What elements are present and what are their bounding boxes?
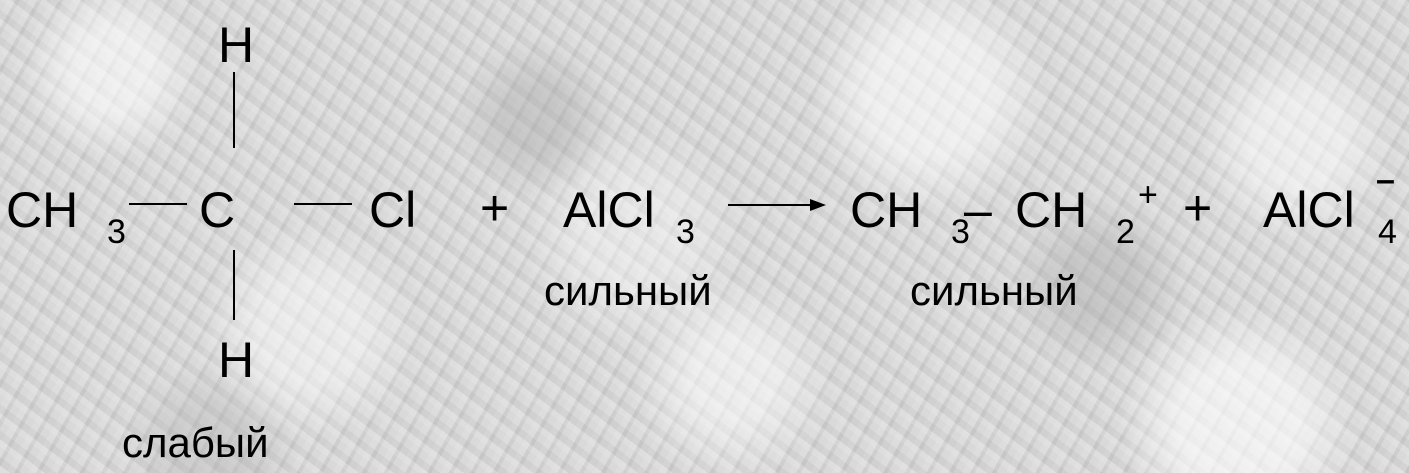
product1-strength-label: сильный [910,267,1078,314]
product1-dash: – [964,182,992,238]
plus-sign-1: + [480,180,510,236]
product2-subscript: 4 [1378,213,1397,251]
product1-charge: + [1138,176,1158,214]
reactant1-chlorine: Cl [369,182,417,238]
reactant2-strength-label: сильный [544,267,712,314]
reactant1-right-bond [294,203,352,205]
reactant1-carbon: C [199,182,236,238]
reactant1-subscript-3: 3 [107,213,126,251]
reaction-arrow-icon [728,199,826,211]
reactant2-subscript: 3 [676,213,695,251]
product1-ch3: CH [850,182,923,238]
reactant1-strength-label: слабый [122,419,269,466]
reactant1-top-hydrogen: H [218,17,255,73]
product2-formula: AlCl [1263,182,1355,238]
plus-sign-2: + [1183,180,1213,236]
product2-charge: – [1376,161,1395,199]
reactant1-bottom-hydrogen: H [218,332,255,388]
product1-subscript-3: 3 [951,213,970,251]
reactant2-formula: AlCl [563,182,655,238]
reactant1-top-bond [233,72,235,148]
reactant1-left-bond [129,203,187,205]
reactant1-bottom-bond [233,250,235,320]
reactant1-ch-left: CH [6,182,79,238]
product1-subscript-2: 2 [1116,213,1135,251]
product1-ch2: CH [1015,182,1088,238]
